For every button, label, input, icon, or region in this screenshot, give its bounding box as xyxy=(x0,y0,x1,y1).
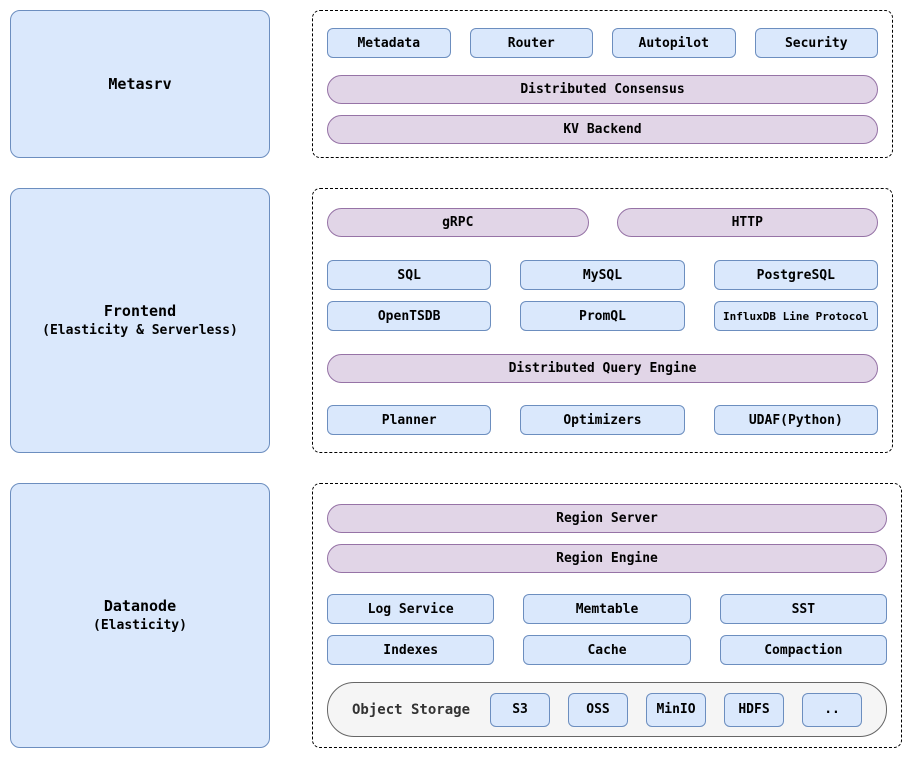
region-engine-row: Region Engine xyxy=(327,544,888,573)
udaf-python-box: UDAF(Python) xyxy=(713,405,878,435)
influxdb-line-protocol-box: InfluxDB Line Protocol xyxy=(713,301,878,331)
metasrv-components-row: Metadata Router Autopilot Security xyxy=(327,28,878,58)
frontend-title: Frontend xyxy=(103,301,177,320)
other-backends-box: .. xyxy=(802,692,863,727)
kv-backend-pill: KV Backend xyxy=(327,115,878,144)
server-protocols-row: gRPC HTTP xyxy=(327,208,878,237)
optimizers-box: Optimizers xyxy=(520,405,685,435)
postgresql-box: PostgreSQL xyxy=(713,260,878,290)
grpc-pill: gRPC xyxy=(327,208,589,237)
frontend-panel: gRPC HTTP SQL MySQL PostgreSQL OpenTSDB … xyxy=(312,188,893,453)
metasrv-panel: Metadata Router Autopilot Security Distr… xyxy=(312,10,893,158)
storage-components-row-1: Log Service Memtable SST xyxy=(327,594,888,624)
datanode-title: Datanode xyxy=(103,596,177,615)
object-storage-backends: S3 OSS MinIO HDFS .. xyxy=(490,692,863,727)
distributed-query-engine-pill: Distributed Query Engine xyxy=(327,354,878,383)
frontend-section: Frontend (Elasticity & Serverless) gRPC … xyxy=(10,188,893,453)
kv-backend-row: KV Backend xyxy=(327,115,878,144)
engine-components-row: Planner Optimizers UDAF(Python) xyxy=(327,405,878,435)
metadata-box: Metadata xyxy=(327,28,451,58)
hdfs-box: HDFS xyxy=(724,692,785,727)
region-server-row: Region Server xyxy=(327,504,888,533)
region-engine-pill: Region Engine xyxy=(327,544,888,573)
datanode-label-box: Datanode (Elasticity) xyxy=(10,483,270,748)
sst-box: SST xyxy=(719,594,888,624)
object-storage-label: Object Storage xyxy=(352,701,471,718)
datanode-panel: Region Server Region Engine Log Service … xyxy=(312,483,903,748)
mysql-box: MySQL xyxy=(520,260,685,290)
memtable-box: Memtable xyxy=(523,594,691,624)
storage-components-row-2: Indexes Cache Compaction xyxy=(327,635,888,665)
security-box: Security xyxy=(754,28,878,58)
indexes-box: Indexes xyxy=(327,635,495,665)
oss-box: OSS xyxy=(568,692,629,727)
distributed-consensus-pill: Distributed Consensus xyxy=(327,75,878,104)
frontend-label-box: Frontend (Elasticity & Serverless) xyxy=(10,188,270,453)
frontend-subtitle: (Elasticity & Serverless) xyxy=(42,322,238,338)
query-protocols-row-2: OpenTSDB PromQL InfluxDB Line Protocol xyxy=(327,301,878,331)
cache-box: Cache xyxy=(523,635,691,665)
minio-box: MinIO xyxy=(646,692,707,727)
query-engine-row: Distributed Query Engine xyxy=(327,354,878,383)
router-box: Router xyxy=(469,28,593,58)
metasrv-label-box: Metasrv xyxy=(10,10,270,158)
planner-box: Planner xyxy=(327,405,492,435)
log-service-box: Log Service xyxy=(327,594,495,624)
query-protocols-row-1: SQL MySQL PostgreSQL xyxy=(327,260,878,290)
region-server-pill: Region Server xyxy=(327,504,888,533)
http-pill: HTTP xyxy=(616,208,878,237)
datanode-section: Datanode (Elasticity) Region Server Regi… xyxy=(10,483,903,748)
promql-box: PromQL xyxy=(520,301,685,331)
consensus-row: Distributed Consensus xyxy=(327,75,878,104)
autopilot-box: Autopilot xyxy=(612,28,736,58)
metasrv-section: Metasrv Metadata Router Autopilot Securi… xyxy=(10,10,893,158)
compaction-box: Compaction xyxy=(719,635,888,665)
object-storage-container: Object Storage S3 OSS MinIO HDFS .. xyxy=(327,682,888,737)
s3-box: S3 xyxy=(490,692,551,727)
datanode-subtitle: (Elasticity) xyxy=(93,617,187,633)
sql-box: SQL xyxy=(327,260,492,290)
metasrv-title: Metasrv xyxy=(108,74,172,93)
opentsdb-box: OpenTSDB xyxy=(327,301,492,331)
